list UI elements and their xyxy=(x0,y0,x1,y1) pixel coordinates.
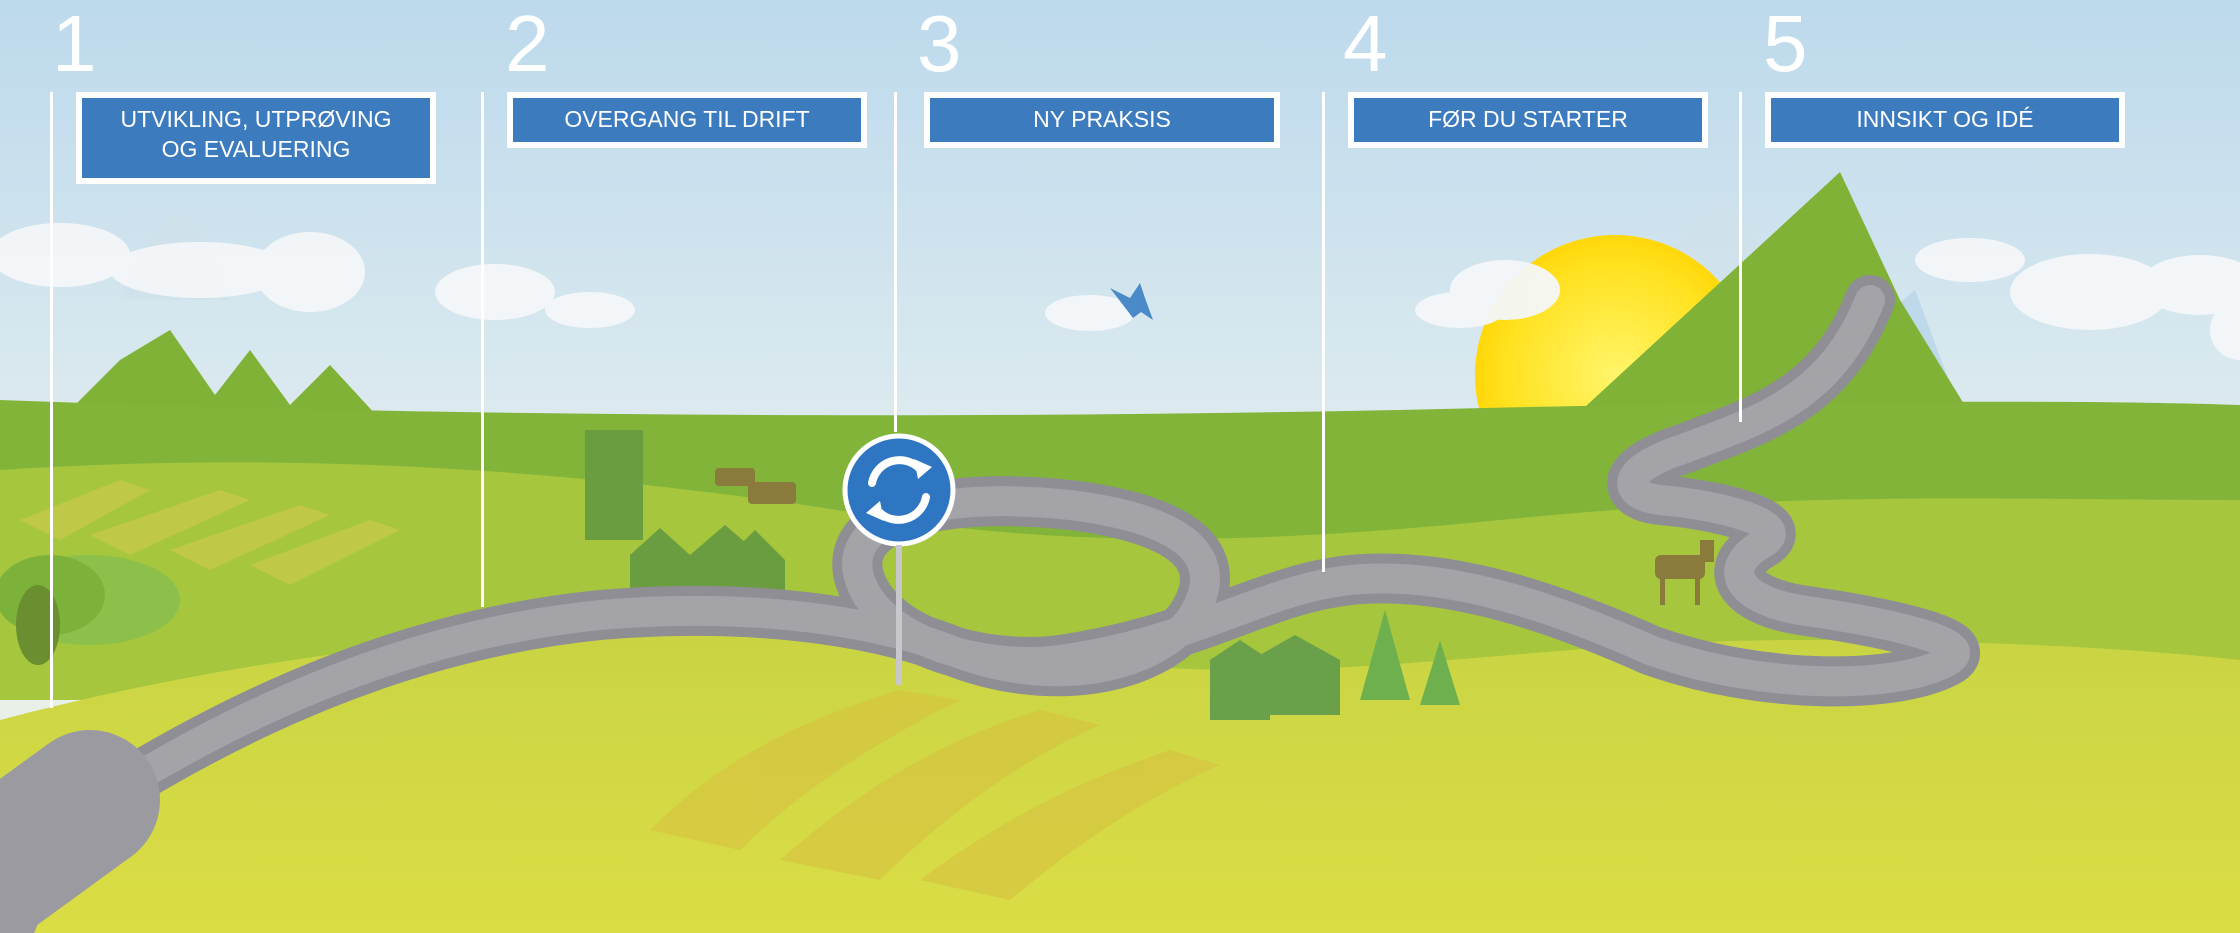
step-number-1: 1 xyxy=(52,0,97,88)
step-number-2: 2 xyxy=(505,0,550,88)
trees-right xyxy=(1360,610,1460,705)
step-label-2[interactable]: OVERGANG TIL DRIFT xyxy=(507,92,867,148)
field-stripes-front xyxy=(650,690,1220,900)
field-stripes-left xyxy=(20,480,400,585)
houses-right xyxy=(1210,635,1340,720)
cows-icon xyxy=(715,468,796,504)
step-divider-4 xyxy=(1322,92,1325,572)
buildings-left xyxy=(585,430,785,610)
step-number-5: 5 xyxy=(1763,0,1808,88)
bird-icon xyxy=(1110,283,1153,320)
step-label-3[interactable]: NY PRAKSIS xyxy=(924,92,1280,148)
step-divider-2 xyxy=(481,92,484,607)
step-divider-1 xyxy=(50,92,53,708)
step-label-5[interactable]: INNSIKT OG IDÉ xyxy=(1765,92,2125,148)
step-divider-3 xyxy=(894,92,897,432)
step-divider-5 xyxy=(1739,92,1742,422)
step-label-1[interactable]: UTVIKLING, UTPRØVING OG EVALUERING xyxy=(76,92,436,184)
roundabout-sign-post xyxy=(896,545,902,685)
step-number-3: 3 xyxy=(917,0,962,88)
clouds xyxy=(0,223,2240,360)
green-mountain xyxy=(1560,172,1980,430)
step-number-4: 4 xyxy=(1343,0,1388,88)
roundabout-sign-icon xyxy=(842,433,956,547)
step-label-4[interactable]: FØR DU STARTER xyxy=(1348,92,1708,148)
moose-icon xyxy=(1655,540,1714,605)
